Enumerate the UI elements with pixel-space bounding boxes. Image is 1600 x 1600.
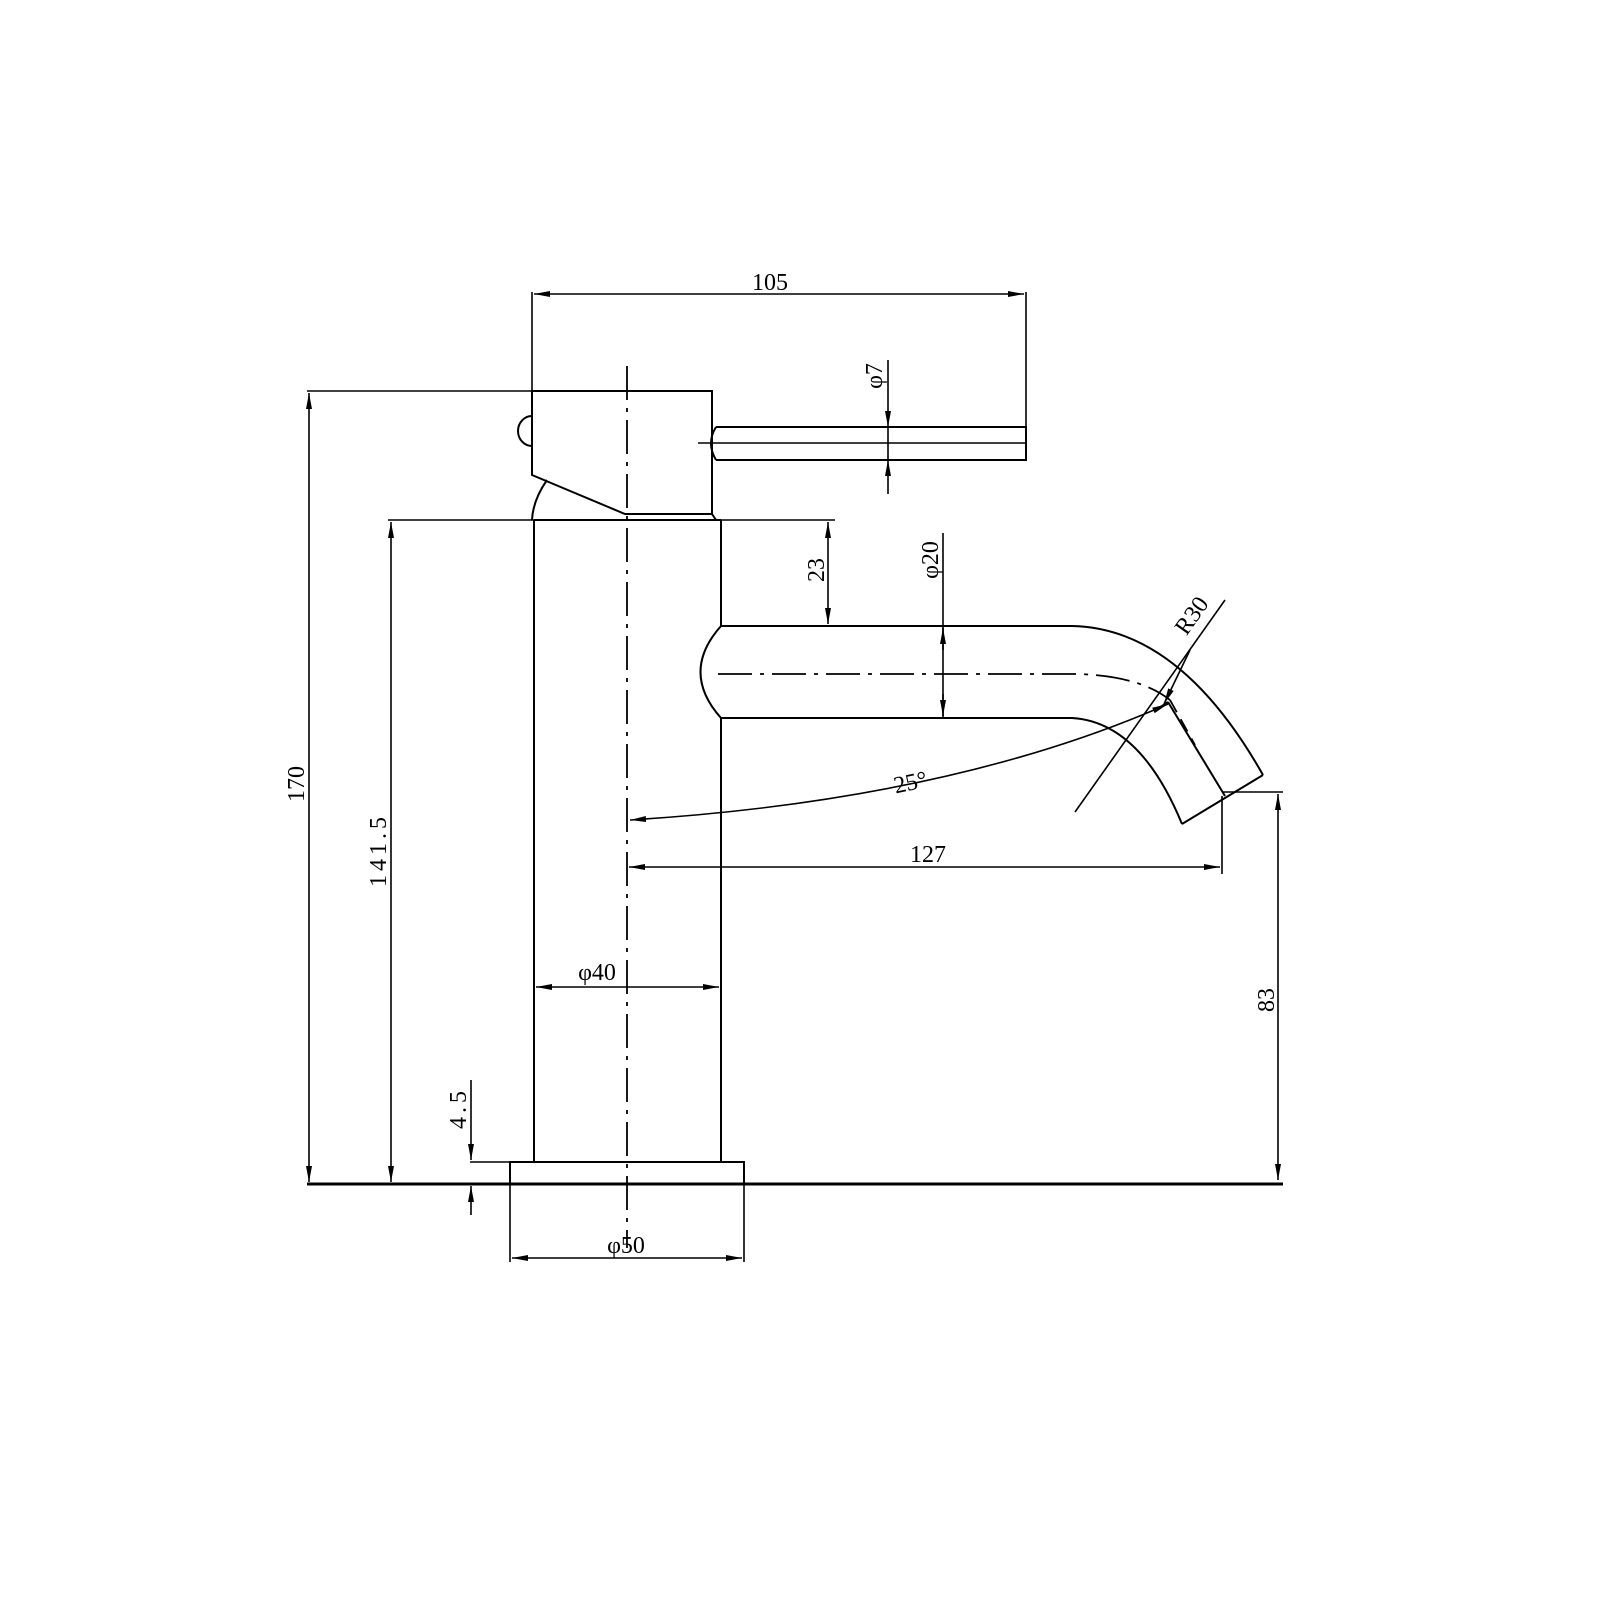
handle-body	[531, 390, 713, 515]
dim-label-83: 83	[1254, 988, 1280, 1012]
dim-label-phi20: φ20	[918, 541, 944, 579]
cap-arc	[531, 479, 548, 521]
dim-body-diameter: φ40	[536, 960, 719, 990]
spout-rounded-end	[699, 625, 722, 719]
dim-outlet-height: 83	[1222, 791, 1283, 1180]
dim-handle-diameter: φ7	[862, 360, 891, 494]
dim-label-phi50: φ50	[607, 1233, 645, 1259]
dim-base-diameter: φ50	[512, 1233, 742, 1261]
center-lines	[626, 366, 1196, 1248]
dim-label-phi7: φ7	[862, 363, 888, 389]
dim-body-height: 141.5	[366, 519, 534, 1182]
handle-knob	[517, 415, 533, 447]
dim-label-phi40: φ40	[578, 960, 616, 986]
dim-label-r30: R30	[1170, 592, 1214, 640]
dim-label-23: 23	[804, 558, 830, 582]
dim-label-105: 105	[752, 270, 788, 296]
dim-label-4-5: 4.5	[446, 1087, 472, 1129]
dim-base-thickness: 4.5	[446, 1080, 510, 1215]
spout-lower	[721, 717, 1183, 825]
dim-label-127: 127	[910, 842, 946, 868]
dim-handle-reach: 105	[531, 270, 1027, 427]
spout-upper	[721, 625, 1264, 776]
dim-label-170: 170	[284, 766, 310, 802]
spout-centerline	[718, 673, 1171, 701]
dim-overall-height: 170	[284, 390, 532, 1182]
dim-label-25deg: 25°	[891, 767, 929, 799]
spout-centerline-bend	[1169, 699, 1196, 746]
dim-bend-radius: R30	[1074, 592, 1226, 813]
dim-label-141-5: 141.5	[366, 813, 392, 887]
tap-outline	[509, 390, 1264, 1262]
dim-spout-projection: 127	[629, 796, 1223, 874]
aerator-inner	[1167, 701, 1226, 797]
dim-spout-angle: 25°	[629, 703, 1169, 822]
dim-spout-offset: 23	[721, 519, 835, 624]
